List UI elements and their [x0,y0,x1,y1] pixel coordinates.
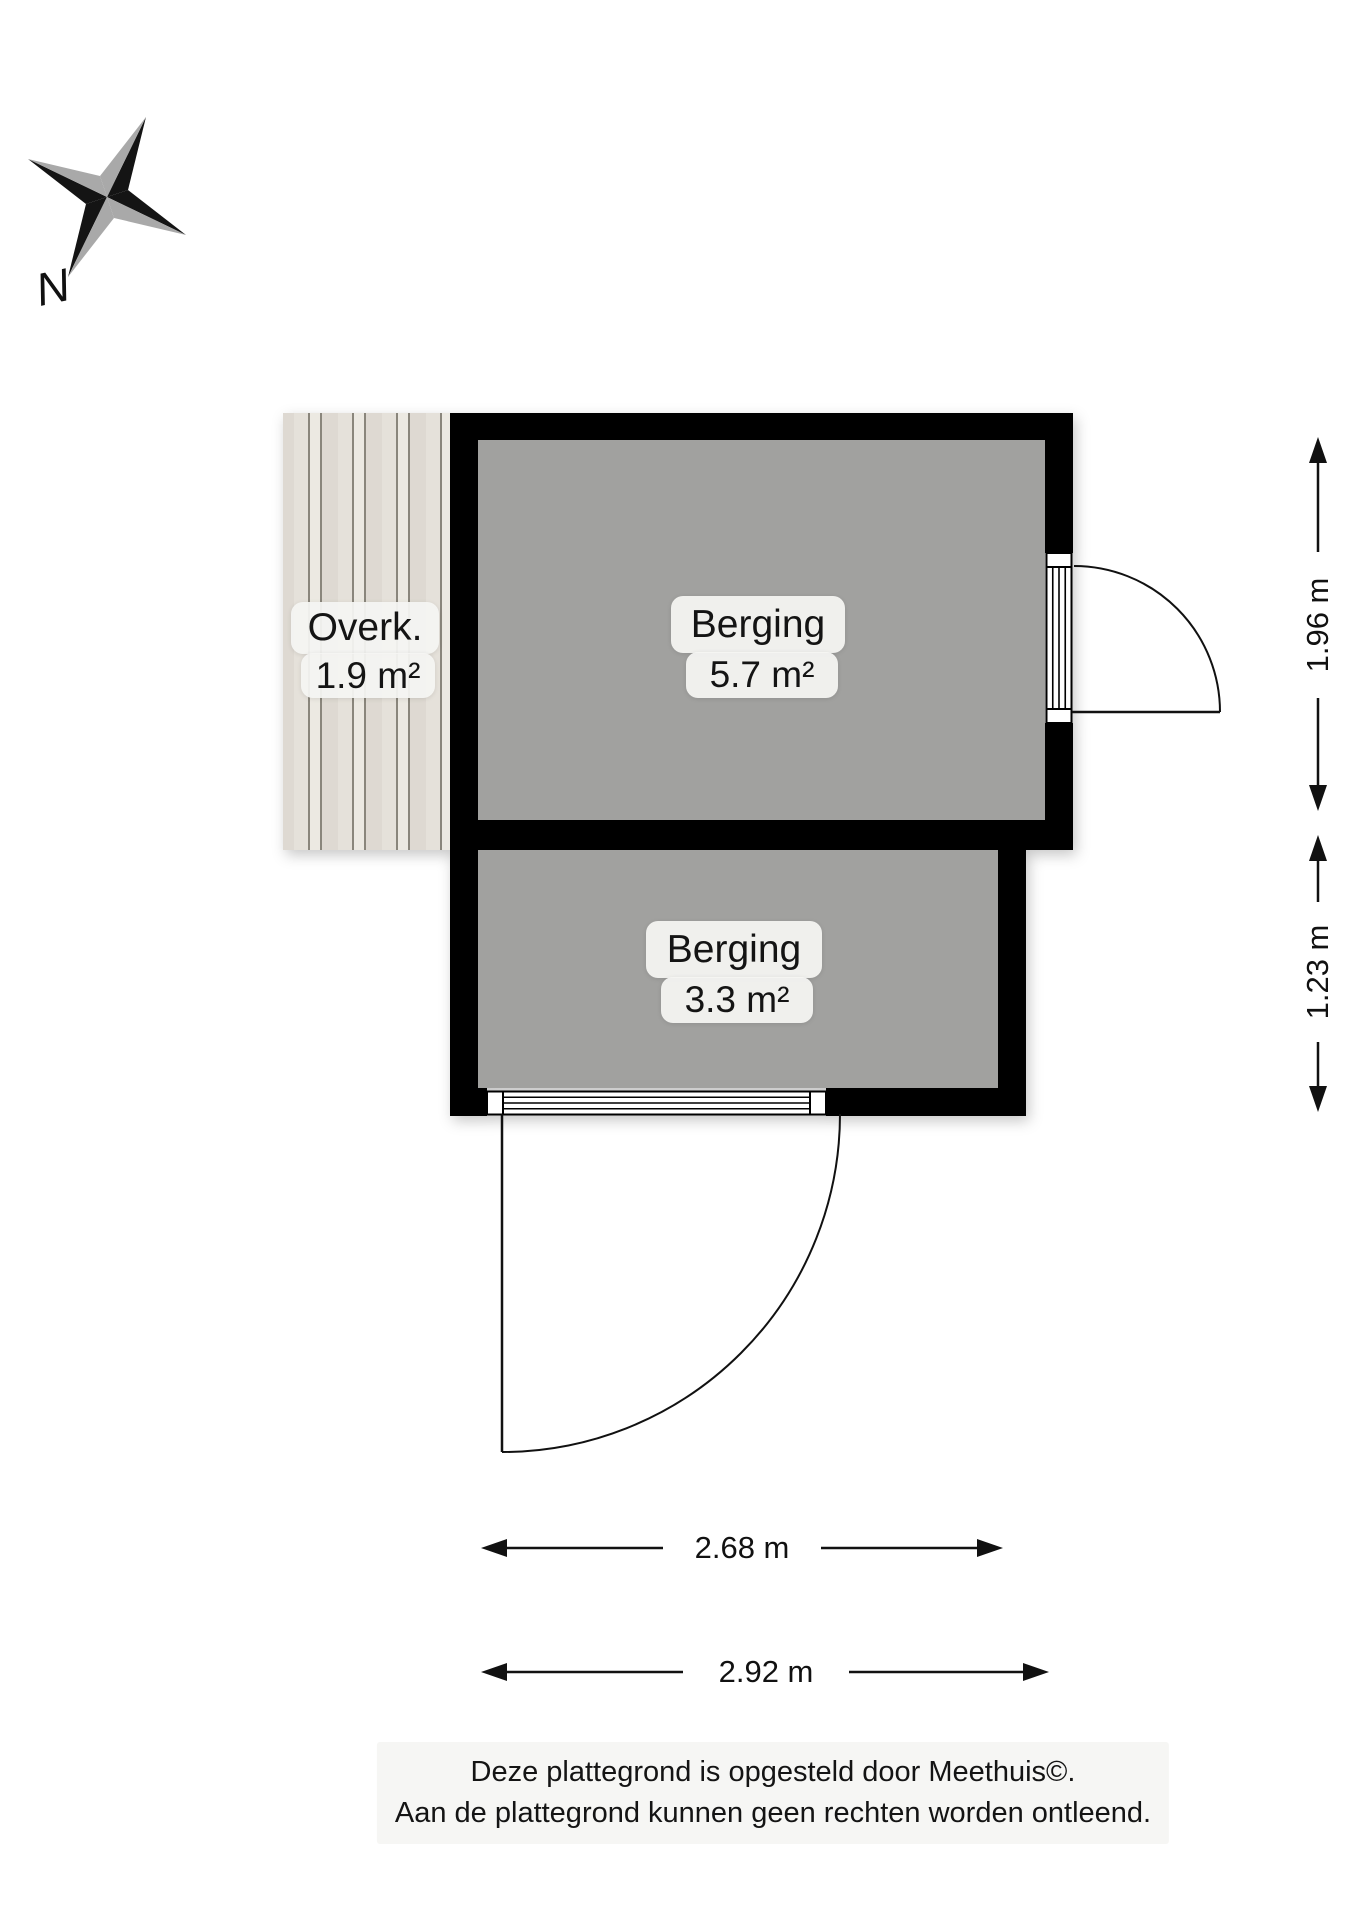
dimension-lower-room-width: 2.68 m [694,1530,790,1565]
door-right-threshold [1045,552,1073,724]
footer-disclaimer: Deze plattegrond is opgesteld door Meeth… [376,1742,1170,1844]
dimension-lines [481,437,1327,1681]
dimension-upper-room-height: 1.96 m [1300,577,1335,673]
footer-line-1: Deze plattegrond is opgesteld door Meeth… [470,1756,1076,1788]
door-bottom-swing [500,1113,841,1453]
room-label-berging-upper: Berging [671,596,845,653]
dimension-lower-room-height: 1.23 m [1300,924,1335,1020]
room-area-overk: 1.9 m² [301,653,435,698]
dimension-upper-room-width: 2.92 m [718,1654,814,1689]
room-label-berging-lower: Berging [646,921,822,978]
footer-line-2: Aan de plattegrond kunnen geen rechten w… [394,1797,1152,1829]
room-label-overk: Overk. [291,602,439,654]
room-area-berging-upper: 5.7 m² [686,652,838,698]
walls [450,413,1073,1116]
door-right-swing [1072,565,1221,714]
room-area-berging-lower: 3.3 m² [661,977,813,1023]
compass-rose-icon [28,117,186,277]
door-bottom-threshold [486,1090,827,1116]
